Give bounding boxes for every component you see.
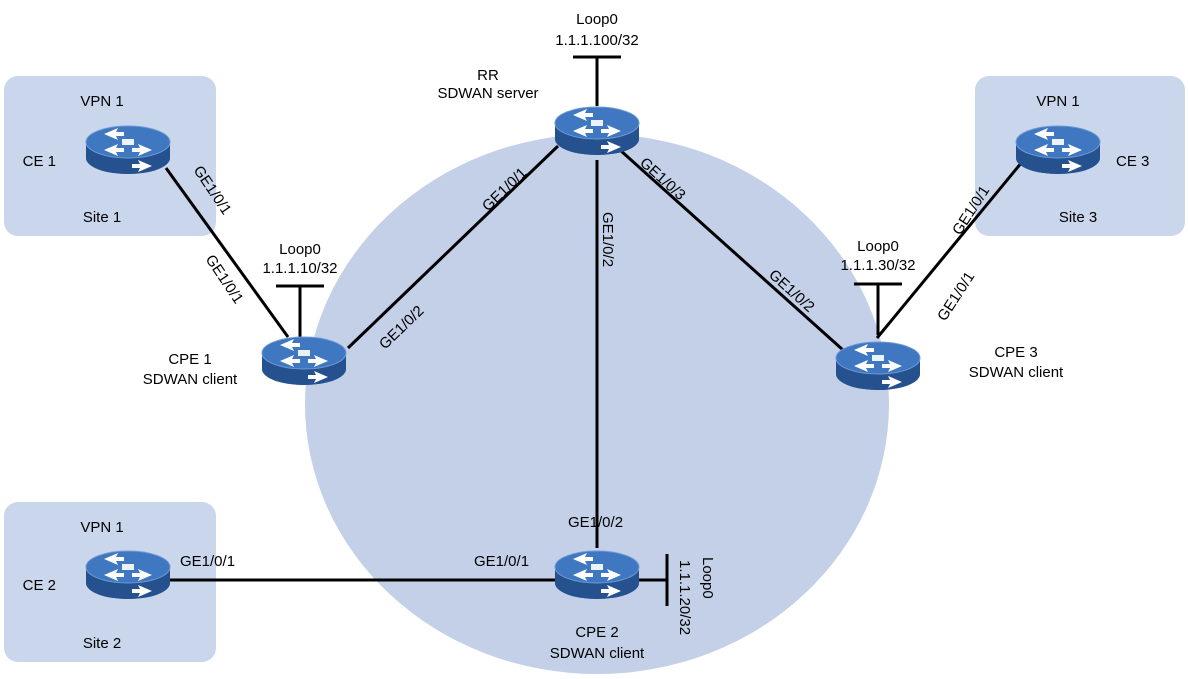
- rr-role-label: RR: [477, 67, 499, 84]
- router-icon: [835, 341, 921, 391]
- cpe1-loop-ip: 1.1.1.10/32: [262, 260, 337, 277]
- cpe2-loop-name: Loop0: [699, 557, 716, 599]
- rr-if-cpe2-label: GE1/0/2: [599, 212, 616, 267]
- site1-label: Site 1: [83, 209, 121, 226]
- site2-label: Site 2: [83, 635, 121, 652]
- cpe3-name-label: CPE 3: [994, 344, 1037, 361]
- router-icon: [261, 336, 347, 386]
- cpe1-role-label: SDWAN client: [143, 371, 238, 388]
- link-ce1-cpe1: [164, 167, 290, 338]
- cpe2-role-label: SDWAN client: [550, 645, 645, 662]
- ce3-label: CE 3: [1116, 153, 1149, 170]
- cpe3-loop-ip: 1.1.1.30/32: [840, 257, 915, 274]
- ce2-label: CE 2: [23, 577, 56, 594]
- router-icon: [554, 550, 640, 600]
- rr-name-label: SDWAN server: [437, 85, 538, 102]
- cpe3-ce-interface-label: GE1/0/1: [934, 269, 978, 324]
- router-icon: [85, 125, 171, 175]
- site2-vpn-label: VPN 1: [80, 519, 123, 536]
- site3-vpn-label: VPN 1: [1036, 93, 1079, 110]
- cpe2-if-rr-label: GE1/0/2: [568, 514, 623, 531]
- link-ce3-cpe3: [875, 161, 1024, 339]
- router-icon: [554, 106, 640, 156]
- cpe1-ce-interface-label: GE1/0/1: [202, 252, 247, 307]
- router-icon: [1015, 125, 1101, 175]
- cpe2-loop-ip: 1.1.1.20/32: [676, 560, 693, 635]
- cpe3-role-label: SDWAN client: [969, 364, 1064, 381]
- cpe2-name-label: CPE 2: [575, 624, 618, 641]
- cpe3-loop-name: Loop0: [857, 238, 899, 255]
- rr-loop-name: Loop0: [576, 11, 618, 28]
- router-icon: [85, 550, 171, 600]
- cpe1-name-label: CPE 1: [168, 351, 211, 368]
- ce2-interface-label: GE1/0/1: [180, 553, 235, 570]
- cpe1-loop-name: Loop0: [279, 241, 321, 258]
- cpe2-if-ce-label: GE1/0/1: [474, 553, 529, 570]
- ce1-label: CE 1: [23, 153, 56, 170]
- site1-vpn-label: VPN 1: [80, 93, 123, 110]
- site3-label: Site 3: [1059, 209, 1097, 226]
- rr-loop-ip: 1.1.1.100/32: [555, 32, 638, 49]
- link-cpe1-rr: [346, 144, 560, 350]
- link-rr-cpe3: [618, 148, 845, 352]
